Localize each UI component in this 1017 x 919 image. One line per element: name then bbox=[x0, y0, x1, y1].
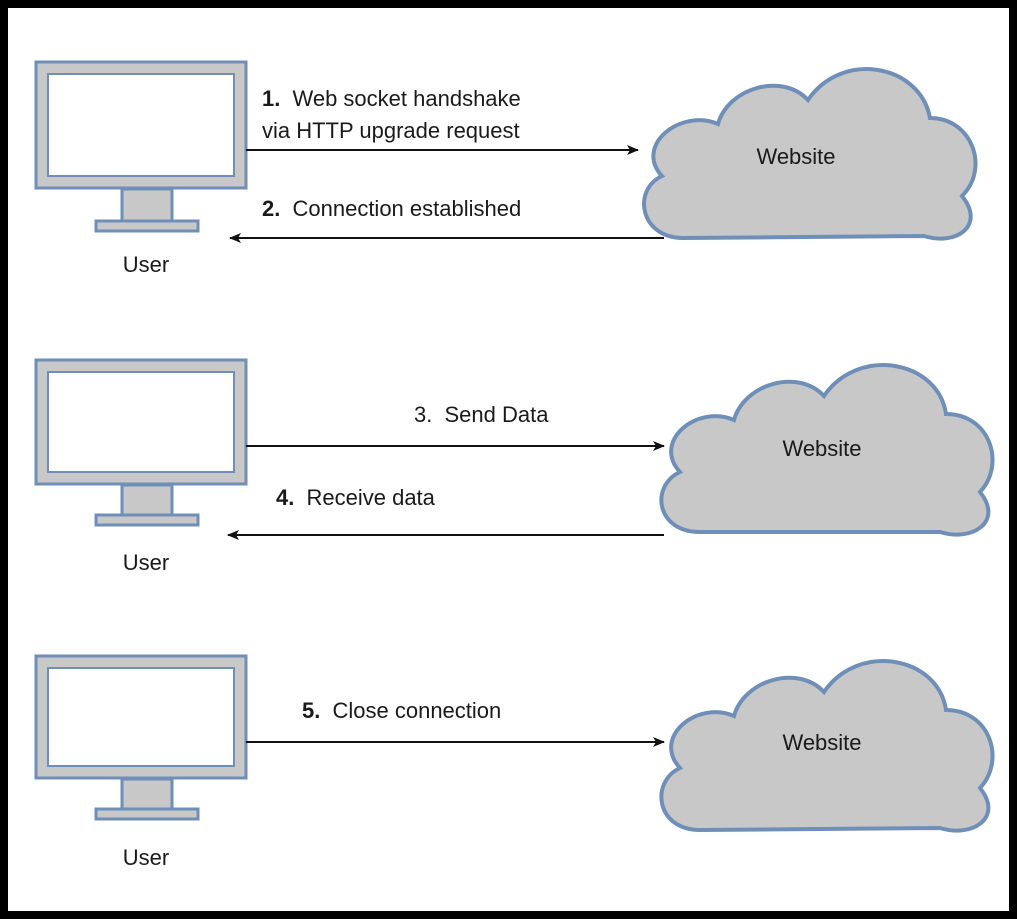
website-label: Website bbox=[782, 436, 861, 461]
website-cloud-icon bbox=[642, 67, 978, 241]
message-text-line: Close connection bbox=[332, 698, 501, 723]
user-monitor-icon bbox=[34, 60, 248, 233]
message-2-label: 2. Connection established bbox=[262, 196, 521, 221]
message-1-label-line-2: via HTTP upgrade request bbox=[262, 118, 520, 143]
website-cloud-icon bbox=[659, 363, 995, 537]
user-label: User bbox=[123, 252, 169, 277]
message-text-line: Send Data bbox=[444, 402, 549, 427]
message-number: 5. bbox=[302, 698, 320, 723]
message-text-line: Web socket handshake bbox=[292, 86, 520, 111]
message-5-label: 5. Close connection bbox=[302, 698, 501, 723]
row-2: User Website 3. Send Data 4. Receive dat… bbox=[34, 358, 995, 575]
message-text-line: Connection established bbox=[292, 196, 521, 221]
user-monitor-icon bbox=[34, 654, 248, 821]
message-1-label: 1. Web socket handshake bbox=[262, 86, 521, 111]
website-label: Website bbox=[782, 730, 861, 755]
website-cloud-icon bbox=[659, 659, 995, 833]
message-number: 2. bbox=[262, 196, 280, 221]
user-monitor-icon bbox=[34, 358, 248, 527]
message-number: 4. bbox=[276, 485, 294, 510]
message-3-label: 3. Send Data bbox=[414, 402, 549, 427]
message-number: 1. bbox=[262, 86, 280, 111]
user-label: User bbox=[123, 550, 169, 575]
message-4-label: 4. Receive data bbox=[276, 485, 436, 510]
row-1: User Website 1. Web socket handshake via… bbox=[34, 60, 978, 277]
message-number: 3. bbox=[414, 402, 432, 427]
row-3: User Website 5. Close connection bbox=[34, 654, 995, 870]
user-label: User bbox=[123, 845, 169, 870]
message-text-line: Receive data bbox=[306, 485, 435, 510]
website-label: Website bbox=[756, 144, 835, 169]
